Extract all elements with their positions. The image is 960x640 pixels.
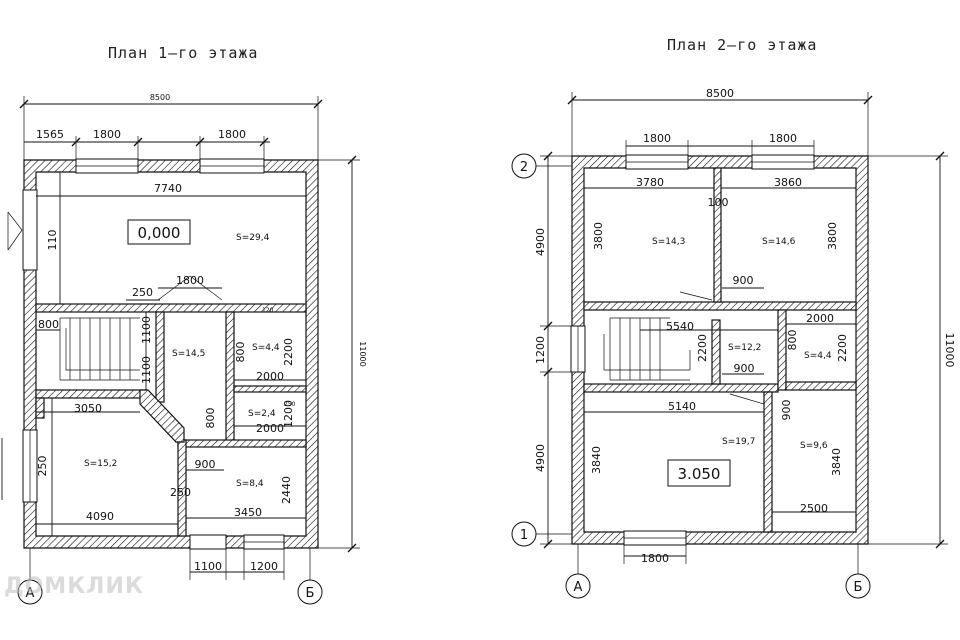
plan-2-dim-1200: 1200 [534,336,547,364]
plan-2-axis-1-marker [511,521,537,547]
plan-2-dim-1800b: 1800 [769,132,797,145]
plan-2-area-bedroom-2: S=14,6 [762,237,796,247]
plan-2-axis-1: 1 [520,528,528,543]
plan-1-wall-h1 [35,303,307,313]
plan-1-area-wc: S=2,4 [248,409,276,419]
plan-2-dim-3800b: 3800 [826,222,839,250]
plan-2-dim-3860: 3860 [774,176,802,189]
plan-2-area-bedroom-1: S=14,3 [652,237,685,247]
plan-2-dim-100: 100 [708,196,729,209]
plan-1-stairs [59,317,140,381]
plan-1-dim-1200-bottom: 1200 [250,560,278,573]
plan-1-area-boiler: S=8,4 [236,479,264,489]
plan-2-area-bath: S=4,4 [804,351,832,361]
plan-1-dim-1800-opening: 1800 [176,274,204,287]
plan-1-title: План 1–го этажа [108,44,259,62]
plan-2-axis-2-marker [511,153,537,179]
plan-2-dim-5540: 5540 [666,320,694,333]
plan-1-dim-1100-bottom: 1100 [194,560,222,573]
plan-2-axis-a: А [574,580,583,595]
plan-1-dim-3050: 3050 [74,402,102,415]
plan-2-axis-a-marker [565,573,591,599]
plan-2-area-living: S=19,7 [722,437,755,447]
plan-1-dim-4090: 4090 [86,510,114,523]
plan-2-dim-800: 800 [786,330,799,351]
plan-2-title: План 2–го этажа [667,36,818,54]
plan-1-dim-2440: 2440 [280,476,293,504]
plan-1-overall-height: 11000 [358,341,367,366]
plan-2-overall-width: 8500 [706,87,734,100]
plan-1-dim-3800: 110 [46,230,59,251]
plan-1-dim-800-a: 800 [234,342,247,363]
plan-1-dim-2000a: 2000 [256,370,284,383]
plan-2-dim-1800-bottom: 1800 [641,552,669,565]
watermark-logo: ДОМКЛИК [4,574,144,599]
plan-1-axis-a: А [26,586,35,601]
plan-1-level-mark: 0,000 [138,224,181,242]
plan-2-dim-3780: 3780 [636,176,664,189]
plan-2-area-hall: S=12,2 [728,343,761,353]
plan-1-dim-110: 250 [284,401,296,408]
plan-1-area-bedroom: S=15,2 [84,459,117,469]
plan-2-overall-height: 11000 [943,333,956,368]
plan-1: 8500 1565 1800 1800 7740 110 0,000 S=29,… [0,93,367,605]
plan-2-dim-2200b: 2200 [836,334,849,362]
plan-1-dim-800-b: 800 [204,408,217,429]
plan-1-dim-3450: 3450 [234,506,262,519]
plan-2-dim-1800a: 1800 [643,132,671,145]
plan-2-axis-b: Б [854,580,863,595]
plan-1-overall-width: 8500 [150,93,170,102]
plan-2-dim-2500: 2500 [800,502,828,515]
plan-1-dim-900: 900 [195,458,216,471]
plan-2: 8500 1800 1800 3780 3860 100 3800 S=14,3… [511,87,956,599]
plan-2-dim-3840a: 3840 [590,446,603,474]
plan-1-dim-2000b: 2000 [256,422,284,435]
plan-2-dim-4900b: 4900 [534,444,547,472]
plan-1-area-living: S=29,4 [236,233,270,243]
plan-1-dim-250b: 120 [262,307,274,314]
plan-2-dim-4900a: 4900 [534,228,547,256]
plan-2-dim-2000: 2000 [806,312,834,325]
plan-2-dim-900c: 900 [780,400,793,421]
plan-1-area-hall: S=14,5 [172,349,205,359]
plan-2-level-mark: 3.050 [678,465,721,483]
plan-2-area-room: S=9,6 [800,441,828,451]
plan-1-dim-250: 250 [132,286,153,299]
plan-1-axis-a-marker [17,579,43,605]
plan-1-axis-b: Б [306,586,315,601]
plan-2-stairs [603,317,691,381]
plan-1-dim-1800b: 1800 [218,128,246,141]
plan-2-dim-900b: 900 [734,362,755,375]
plan-2-dim-3800a: 3800 [592,222,605,250]
plan-1-dim-250c: 250 [170,486,191,499]
plan-1-dim-800-left: 800 [38,318,59,331]
plan-2-axis-2: 2 [520,160,528,175]
plan-1-dim-7740: 7740 [154,182,182,195]
plan-1-dim-1800a: 1800 [93,128,121,141]
plan-1-dim-1565: 1565 [36,128,64,141]
plan-1-area-bath: S=4,4 [252,343,280,353]
plan-1-axis-b-marker [297,579,323,605]
plan-2-dim-2200a: 2200 [696,334,709,362]
plan-2-dim-900a: 900 [733,274,754,287]
plan-2-dim-5140: 5140 [668,400,696,413]
plan-1-dim-1100b: 1100 [140,356,153,384]
plan-1-dim-2200: 2200 [282,338,295,366]
plan-1-dim-1100a: 1100 [140,316,153,344]
plan-1-dim-left-partial: 1000 [0,456,1,484]
plan-1-dim-1200: 1200 [282,400,295,428]
plan-1-dim-3840: 250 [36,456,49,477]
plan-2-dim-3840b: 3840 [830,448,843,476]
plan-2-axis-b-marker [845,573,871,599]
